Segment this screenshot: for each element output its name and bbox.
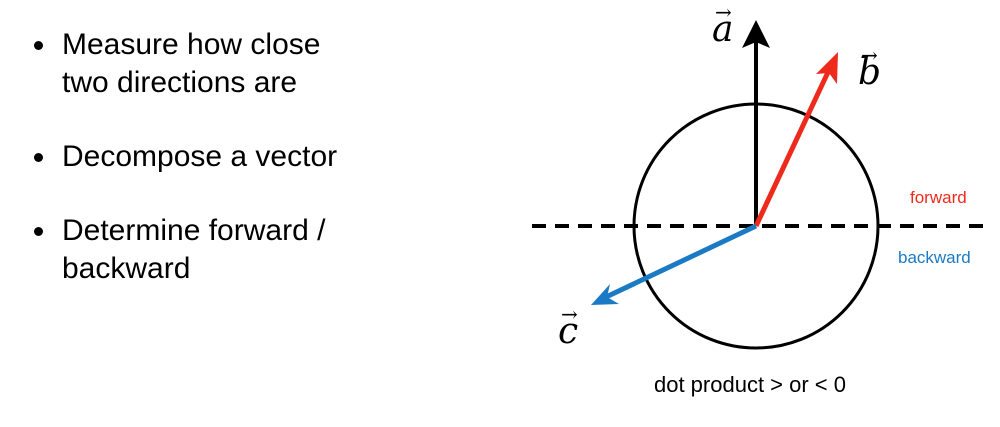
vector-arrow-glyph: → [561, 302, 578, 326]
vector-arrow-glyph: → [715, 0, 732, 24]
bullet-item-forward-backward: Determine forward / backward [34, 212, 454, 288]
bullet-text: Measure how close [62, 28, 321, 61]
bullet-item-measure: Measure how close two directions are [34, 26, 454, 102]
vector-arrow-glyph: → [861, 43, 878, 67]
dot-product-caption: dot product > or < 0 [653, 372, 847, 397]
vector-c-label: → c [558, 302, 579, 352]
bullet-text: Decompose a vector [62, 140, 338, 173]
forward-label: forward [910, 188, 967, 207]
bullet-list: Measure how close two directions are Dec… [34, 26, 454, 288]
backward-label: backward [898, 248, 971, 267]
vector-b-shaft [753, 68, 832, 228]
bullet-text: Determine forward / [62, 214, 326, 247]
bullet-text: two directions are [62, 66, 298, 99]
vector-b-label: → b [858, 43, 882, 93]
vector-b-arrowhead [816, 52, 838, 84]
vector-c-shaft [604, 223, 758, 300]
vector-a-label: → a [712, 0, 734, 50]
vector-c-arrowhead [591, 284, 619, 305]
vector-a-arrowhead [742, 20, 770, 48]
bullet-item-decompose: Decompose a vector [34, 138, 454, 176]
bullet-text: backward [62, 252, 191, 285]
